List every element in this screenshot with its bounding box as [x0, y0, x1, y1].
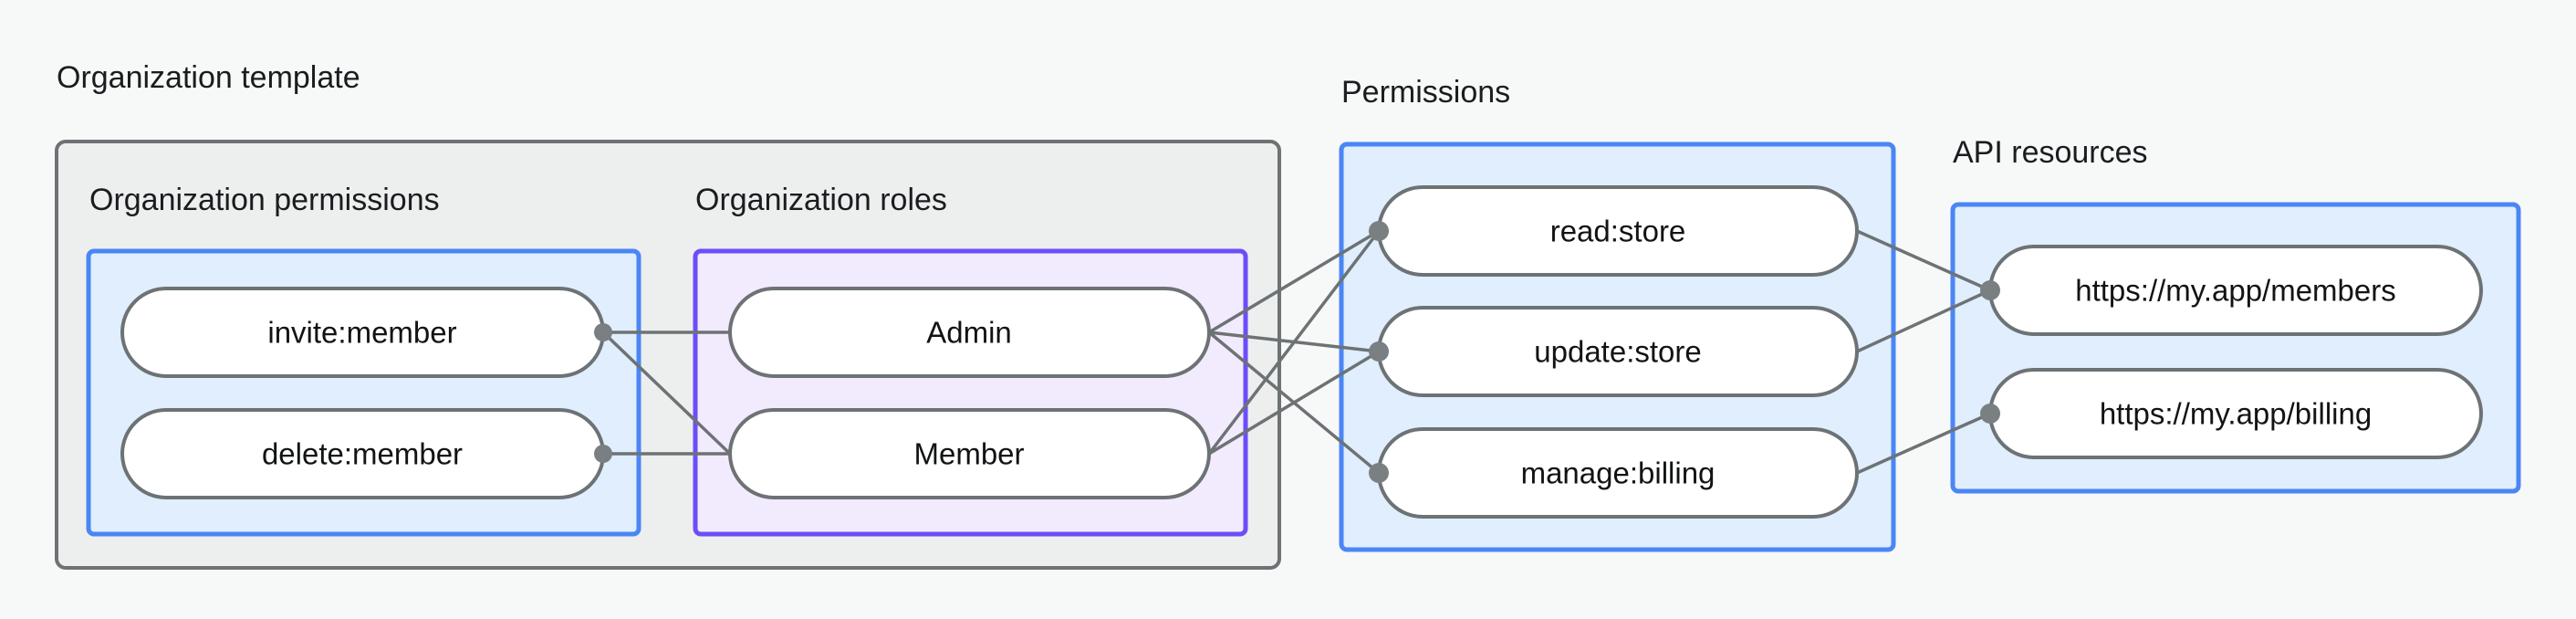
title-organization-template: Organization template: [57, 60, 360, 95]
edge-read-store-to-members-resource: [1856, 229, 1991, 292]
node-read-store[interactable]: read:store: [1377, 185, 1859, 277]
node-manage-billing-label: manage:billing: [1521, 456, 1716, 490]
title-api-resources: API resources: [1953, 135, 2148, 170]
node-billing-resource-label: https://my.app/billing: [2100, 397, 2372, 431]
port-manage-billing-in: [1369, 463, 1389, 483]
port-members-resource-in: [1980, 280, 2000, 300]
port-layer: [594, 221, 2000, 483]
node-member-shape[interactable]: [728, 408, 1211, 499]
edge-update-store-to-members-resource: [1856, 289, 1991, 353]
edge-invite-member-to-member: [601, 330, 732, 456]
node-admin-shape[interactable]: [728, 287, 1211, 378]
node-delete-member[interactable]: delete:member: [120, 408, 605, 499]
node-billing-resource[interactable]: https://my.app/billing: [1988, 368, 2483, 459]
port-delete-member-out: [594, 445, 612, 463]
node-admin-label: Admin: [926, 316, 1012, 350]
edge-member-to-update-store: [1208, 350, 1380, 456]
subtitle-organization-roles: Organization roles: [695, 183, 947, 217]
node-update-store[interactable]: update:store: [1377, 306, 1859, 397]
node-member-label: Member: [913, 437, 1024, 471]
edge-admin-to-read-store: [1208, 229, 1380, 334]
node-member[interactable]: Member: [728, 408, 1211, 499]
node-invite-member[interactable]: invite:member: [120, 287, 605, 378]
node-update-store-label: update:store: [1534, 335, 1701, 369]
port-update-store-in: [1369, 341, 1389, 362]
node-delete-member-label: delete:member: [262, 437, 463, 471]
port-read-store-in: [1369, 221, 1389, 241]
node-invite-member-label: invite:member: [267, 316, 456, 350]
node-admin[interactable]: Admin: [728, 287, 1211, 378]
node-members-resource[interactable]: https://my.app/members: [1988, 245, 2483, 336]
title-permissions: Permissions: [1341, 75, 1510, 110]
node-read-store-label: read:store: [1550, 215, 1686, 248]
node-manage-billing[interactable]: manage:billing: [1377, 427, 1859, 519]
node-members-resource-label: https://my.app/members: [2075, 274, 2396, 308]
edge-layer: [601, 229, 1991, 475]
subtitle-organization-permissions: Organization permissions: [89, 183, 440, 217]
edge-member-to-read-store: [1207, 229, 1381, 456]
port-invite-member-out: [594, 323, 612, 341]
edge-manage-billing-to-billing-resource: [1856, 412, 1991, 475]
port-billing-resource-in: [1980, 404, 2000, 424]
